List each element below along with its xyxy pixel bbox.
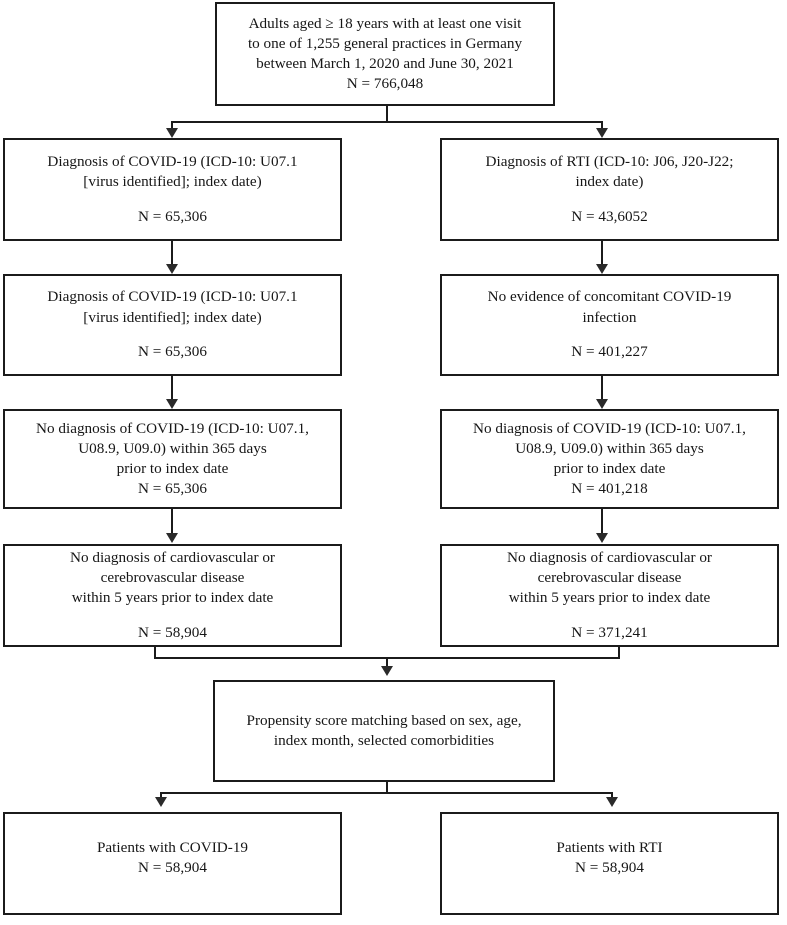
covid-dx2-line-1: Diagnosis of COVID-19 (ICD-10: U07.1	[47, 288, 298, 306]
node-rti-no-prior-diagnosis-text: No diagnosis of COVID-19 (ICD-10: U07.1,…	[442, 419, 777, 500]
covid-no-prior-count: N = 65,306	[138, 480, 207, 498]
rti-no-covid-gap	[450, 328, 769, 342]
node-final-covid-cohort-text: Patients with COVID-19 N = 58,904	[5, 838, 340, 878]
rti-dx-line-2: index date)	[575, 173, 644, 191]
source-line-3: between March 1, 2020 and June 30, 2021	[256, 55, 514, 72]
covid-no-cvd-count: N = 58,904	[138, 623, 207, 641]
final-covid-label: Patients with COVID-19	[96, 839, 249, 856]
connector-rti-no-covid-to-rti-no-prior	[601, 376, 603, 402]
matching-line-2: index month, selected comorbidities	[273, 732, 495, 749]
node-final-rti-cohort-text: Patients with RTI N = 58,904	[442, 838, 777, 878]
node-covid-diagnosis-confirmed-text: Diagnosis of COVID-19 (ICD-10: U07.1 [vi…	[5, 287, 340, 362]
covid-no-cvd-line-2: cerebrovascular disease	[100, 569, 245, 587]
connector-source-stub	[386, 106, 388, 122]
node-covid-no-cvd-text: No diagnosis of cardiovascular or cerebr…	[5, 548, 340, 643]
connector-source-split-bar	[171, 121, 603, 123]
connector-matching-to-final-rti-drop	[611, 792, 613, 800]
covid-dx-gap	[13, 192, 332, 206]
arrowhead-matching-to-final-rti	[606, 797, 618, 807]
node-rti-no-cvd-text: No diagnosis of cardiovascular or cerebr…	[442, 548, 777, 643]
connector-covid-no-prior-to-covid-no-cvd	[171, 509, 173, 536]
covid-no-prior-line-2: U08.9, U09.0) within 365 days	[78, 439, 267, 457]
covid-dx-line-1: Diagnosis of COVID-19 (ICD-10: U07.1	[47, 152, 298, 170]
node-propensity-matching-text: Propensity score matching based on sex, …	[215, 711, 553, 751]
arrowhead-rti-no-covid-to-rti-no-prior	[596, 399, 608, 409]
connector-rti-dx-to-rti-no-covid	[601, 241, 603, 267]
arrowhead-covid-dx2-to-covid-no-prior	[166, 399, 178, 409]
rti-dx-line-1: Diagnosis of RTI (ICD-10: J06, J20-J22;	[485, 152, 734, 170]
connector-rti-no-cvd-merge-stub	[618, 647, 620, 658]
node-final-rti-cohort: Patients with RTI N = 58,904	[440, 812, 779, 915]
rti-dx-count: N = 43,6052	[571, 207, 648, 225]
connector-covid-no-cvd-merge-stub	[154, 647, 156, 658]
rti-no-cvd-line-2: cerebrovascular disease	[537, 569, 682, 587]
node-covid-no-prior-diagnosis-text: No diagnosis of COVID-19 (ICD-10: U07.1,…	[5, 419, 340, 500]
covid-dx-count: N = 65,306	[138, 207, 207, 225]
final-covid-count: N = 58,904	[138, 859, 207, 877]
rti-no-covid-count: N = 401,227	[571, 343, 648, 361]
rti-no-prior-line-1: No diagnosis of COVID-19 (ICD-10: U07.1,	[473, 419, 746, 437]
node-rti-diagnosis: Diagnosis of RTI (ICD-10: J06, J20-J22; …	[440, 138, 779, 241]
covid-dx2-count: N = 65,306	[138, 343, 207, 361]
connector-source-to-rti-drop	[601, 121, 603, 131]
rti-no-prior-line-3: prior to index date	[553, 460, 666, 477]
final-rti-count: N = 58,904	[575, 859, 644, 877]
rti-no-cvd-gap	[450, 609, 769, 623]
node-source-population-text: Adults aged ≥ 18 years with at least one…	[217, 14, 553, 95]
arrowhead-matching-to-final-covid	[155, 797, 167, 807]
node-rti-no-cvd: No diagnosis of cardiovascular or cerebr…	[440, 544, 779, 647]
covid-dx2-gap	[13, 328, 332, 342]
source-line-1: Adults aged ≥ 18 years with at least one…	[248, 14, 522, 32]
node-rti-no-concomitant-covid-text: No evidence of concomitant COVID-19 infe…	[442, 287, 777, 362]
rti-no-prior-count: N = 401,218	[571, 480, 648, 498]
node-covid-diagnosis-text: Diagnosis of COVID-19 (ICD-10: U07.1 [vi…	[5, 152, 340, 227]
covid-no-cvd-line-1: No diagnosis of cardiovascular or	[70, 548, 275, 566]
final-rti-label: Patients with RTI	[556, 839, 663, 856]
node-source-population: Adults aged ≥ 18 years with at least one…	[215, 2, 555, 106]
arrowhead-rti-no-prior-to-rti-no-cvd	[596, 533, 608, 543]
connector-rti-no-prior-to-rti-no-cvd	[601, 509, 603, 536]
covid-dx2-line-2: [virus identified]; index date)	[83, 308, 262, 326]
source-line-2: to one of 1,255 general practices in Ger…	[247, 34, 523, 52]
rti-no-cvd-count: N = 371,241	[571, 623, 648, 641]
arrowhead-covid-dx-to-covid-dx2	[166, 264, 178, 274]
connector-source-to-covid-drop	[171, 121, 173, 131]
connector-matching-stub	[386, 782, 388, 793]
rti-no-cvd-line-3: within 5 years prior to index date	[508, 589, 711, 607]
node-rti-diagnosis-text: Diagnosis of RTI (ICD-10: J06, J20-J22; …	[442, 152, 777, 227]
node-rti-no-prior-diagnosis: No diagnosis of COVID-19 (ICD-10: U07.1,…	[440, 409, 779, 509]
node-final-covid-cohort: Patients with COVID-19 N = 58,904	[3, 812, 342, 915]
connector-matching-split-bar	[160, 792, 612, 794]
source-count: N = 766,048	[346, 75, 424, 93]
node-covid-diagnosis: Diagnosis of COVID-19 (ICD-10: U07.1 [vi…	[3, 138, 342, 241]
rti-no-covid-line-2: infection	[582, 308, 637, 326]
node-propensity-matching: Propensity score matching based on sex, …	[213, 680, 555, 782]
rti-no-prior-line-2: U08.9, U09.0) within 365 days	[515, 439, 704, 457]
connector-covid-dx2-to-covid-no-prior	[171, 376, 173, 402]
rti-no-covid-line-1: No evidence of concomitant COVID-19	[487, 288, 732, 306]
arrowhead-merge-to-matching	[381, 666, 393, 676]
connector-matching-to-final-covid-drop	[160, 792, 162, 800]
connector-merge-to-matching	[386, 657, 388, 669]
arrowhead-covid-no-prior-to-covid-no-cvd	[166, 533, 178, 543]
rti-no-cvd-line-1: No diagnosis of cardiovascular or	[507, 548, 712, 566]
arrowhead-source-to-rti	[596, 128, 608, 138]
node-covid-diagnosis-confirmed: Diagnosis of COVID-19 (ICD-10: U07.1 [vi…	[3, 274, 342, 376]
node-covid-no-prior-diagnosis: No diagnosis of COVID-19 (ICD-10: U07.1,…	[3, 409, 342, 509]
covid-no-cvd-gap	[13, 609, 332, 623]
node-rti-no-concomitant-covid: No evidence of concomitant COVID-19 infe…	[440, 274, 779, 376]
covid-no-cvd-line-3: within 5 years prior to index date	[71, 589, 274, 607]
covid-dx-line-2: [virus identified]; index date)	[83, 173, 262, 191]
arrowhead-rti-dx-to-rti-no-covid	[596, 264, 608, 274]
node-covid-no-cvd: No diagnosis of cardiovascular or cerebr…	[3, 544, 342, 647]
covid-no-prior-line-1: No diagnosis of COVID-19 (ICD-10: U07.1,	[36, 419, 309, 437]
covid-no-prior-line-3: prior to index date	[116, 460, 229, 477]
connector-covid-dx-to-covid-dx2	[171, 241, 173, 267]
matching-line-1: Propensity score matching based on sex, …	[246, 711, 522, 729]
rti-dx-gap	[450, 192, 769, 206]
arrowhead-source-to-covid	[166, 128, 178, 138]
